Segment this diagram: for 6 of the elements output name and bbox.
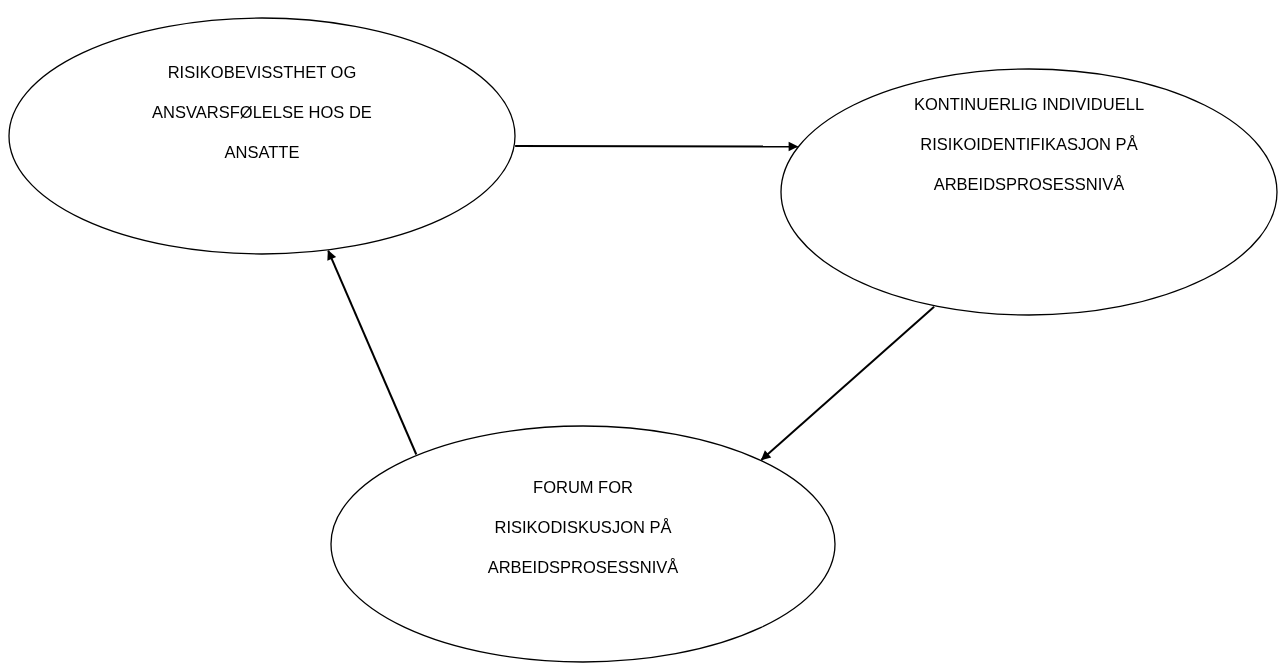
node-text: KONTINUERLIG INDIVIDUELL RISIKOIDENTIFIKASJON PÅ ARBEIDSPROSESSNIVÅ — [912, 94, 1146, 195]
arrow — [514, 141, 799, 152]
arrow — [760, 305, 936, 461]
node-text: RISIKOBEVISSTHET OG ANSVARSFØLELSE HOS DE ANSATTE — [151, 62, 373, 163]
node-text: FORUM FOR RISIKODISKUSJON PÅ ARBEIDSPROSESSNIVÅ — [486, 477, 680, 578]
arrow — [327, 249, 418, 456]
